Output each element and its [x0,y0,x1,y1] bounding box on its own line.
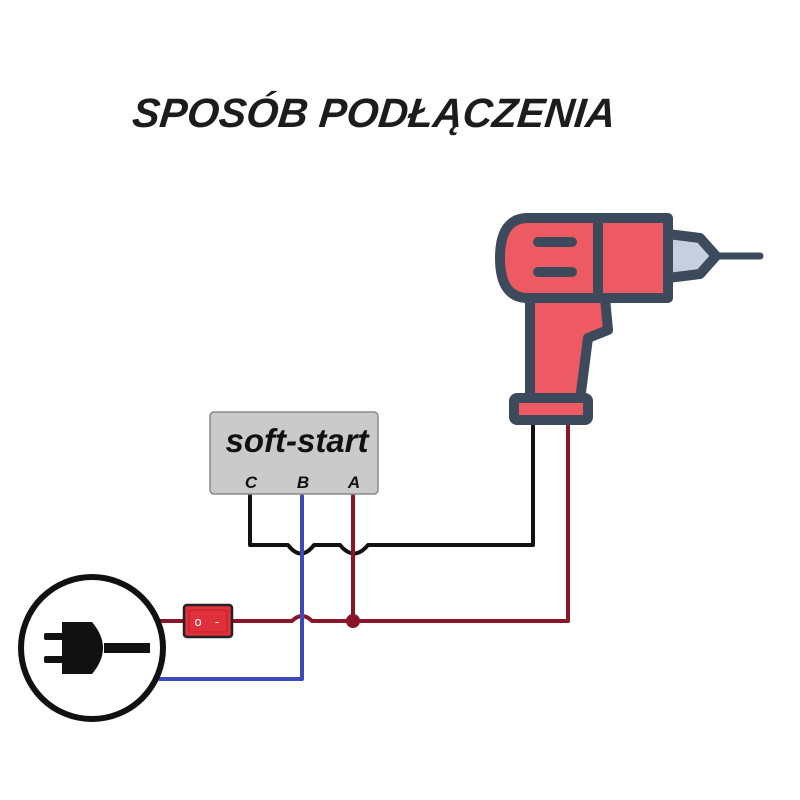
black-wire-c-to-drill [248,421,535,556]
blue-wire-terminal-b [158,494,304,681]
junction-dot [346,614,360,628]
terminal-b-label: B [297,473,309,492]
page-title: SPOSÓB PODŁĄCZENIA [130,90,618,136]
switch-on-mark: o [194,615,201,629]
wires [158,421,570,681]
soft-start-box [209,411,379,495]
terminal-a-label: A [347,473,360,492]
soft-start-label: soft-start [225,422,370,459]
soft-start-module: soft-start C B A [209,411,379,495]
power-drill-icon [495,213,764,425]
terminal-c-label: C [245,473,258,492]
switch-off-mark: - [215,615,219,629]
rocker-switch-icon: o - [182,603,234,639]
electric-plug-icon [18,574,166,722]
